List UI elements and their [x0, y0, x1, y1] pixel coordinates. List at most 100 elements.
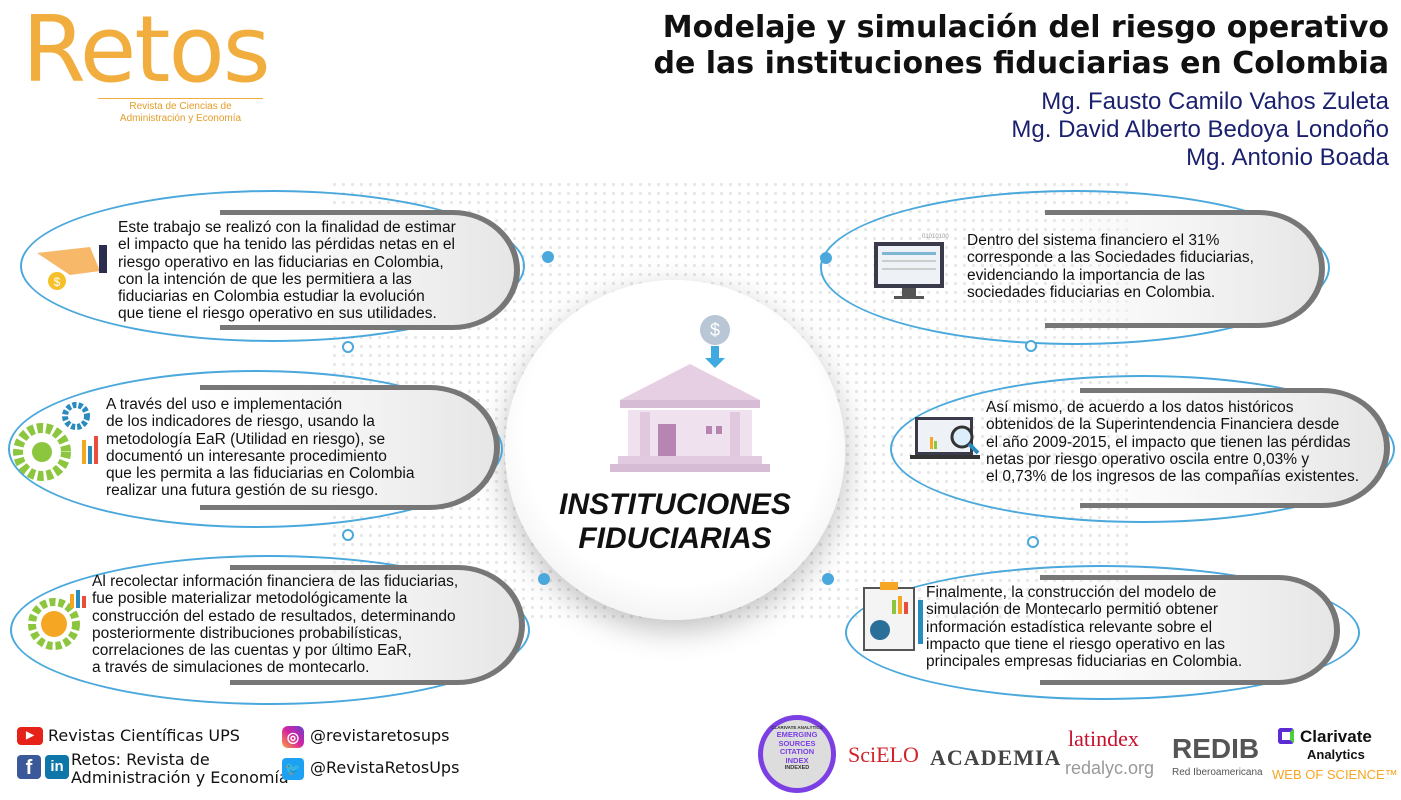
text-line: netas por riesgo operativo oscila entre …: [986, 450, 1310, 468]
text-line: que tiene el riesgo operativo en sus uti…: [118, 305, 437, 323]
center-title-line: INSTITUCIONES: [559, 488, 791, 521]
svg-text:01010100: 01010100: [922, 234, 949, 240]
panel-6-text: Finalmente, la construcción del modelo d…: [926, 584, 1242, 670]
text-line: principales empresas fiduciarias en Colo…: [926, 653, 1243, 671]
title-line: de las instituciones fiduciarias en Colo…: [653, 46, 1389, 81]
text-line: de los indicadores de riesgo, usando la: [106, 413, 375, 431]
bullet-dot: [538, 573, 550, 585]
logo-subtitle-line: Administración y Economía: [119, 113, 242, 124]
text-line: Así mismo, de acuerdo a los datos histór…: [986, 399, 1294, 416]
bank-icon: $: [610, 315, 770, 472]
text-line: el 0,73% de los ingresos de las compañía…: [986, 468, 1360, 486]
esci-line: INDEX: [785, 755, 809, 765]
twitter-link[interactable]: @RevistaRetosUps: [310, 758, 460, 777]
text-line: sociedades fiduciarias en Colombia.: [967, 283, 1216, 301]
text-line: el año 2009-2015, el impacto que tienen …: [986, 433, 1351, 451]
panel-1-text: Este trabajo se realizó con la finalidad…: [118, 219, 456, 323]
panel-4-outline: [820, 190, 1330, 345]
facebook-icon[interactable]: f: [17, 755, 41, 779]
redalyc-logo: redalyc.org: [1065, 758, 1155, 778]
page-title: Modelaje y simulación del riesgo operati…: [653, 10, 1389, 82]
web-of-science-logo: WEB OF SCIENCE™: [1272, 767, 1398, 782]
esci-top-line: CLARIVATE ANALYTICS: [771, 725, 823, 730]
text-line: evidenciando la importancia de las: [967, 266, 1205, 284]
esci-line: SOURCES: [778, 738, 816, 748]
text-line: Finalmente, la construcción del modelo d…: [926, 584, 1217, 601]
esci-indexed-label: INDEXED: [784, 765, 810, 771]
text-line: riesgo operativo en las fiduciarias en C…: [118, 253, 444, 271]
youtube-link[interactable]: Revistas Científicas UPS: [48, 726, 240, 745]
clarivate-name: Clarivate: [1300, 727, 1372, 746]
monitor-data-icon: 01010100: [874, 234, 949, 299]
gears-chart-icon: [13, 402, 98, 481]
panel-6-background: [1040, 575, 1340, 685]
author: Mg. Antonio Boada: [1186, 144, 1389, 171]
text-line: fue posible materializar metodológicamen…: [92, 590, 408, 608]
redib-logo: REDIB: [1172, 733, 1260, 764]
youtube-icon[interactable]: ▶: [17, 727, 43, 745]
panel-1-background: [220, 210, 520, 330]
text-line: corresponde a las Sociedades fiduciarias…: [967, 249, 1254, 267]
bullet-dot: [342, 529, 354, 541]
bullet-dot: [342, 341, 354, 353]
gear-pie-chart-icon: [28, 590, 86, 650]
instagram-link[interactable]: @revistaretosups: [310, 726, 450, 745]
redib-subtitle: Red Iberoamericana: [1172, 767, 1263, 778]
text-line: Dentro del sistema financiero el 31%: [967, 232, 1220, 249]
clipboard-report-icon: [863, 582, 923, 651]
text-line: realizar una futura gestión de su riesgo…: [106, 482, 379, 500]
twitter-icon[interactable]: 🐦: [282, 758, 304, 780]
scielo-logo: SciELO: [848, 742, 919, 767]
text-line: obtenidos de la Superintendencia Financi…: [986, 416, 1340, 434]
text-line: metodología EaR (Utilidad en riesgo), se: [106, 430, 386, 448]
bullet-dot: [820, 252, 832, 264]
text-line: A través del uso e implementación: [106, 396, 343, 413]
esci-line: EMERGING: [776, 730, 818, 739]
svg-text:$: $: [54, 275, 61, 289]
text-line: Al recolectar información financiera de …: [92, 573, 459, 590]
text-line: el impacto que ha tenido las pérdidas ne…: [118, 236, 455, 254]
panel-2-background: [200, 385, 500, 510]
title-line: Modelaje y simulación del riesgo operati…: [662, 10, 1389, 45]
text-line: con la intención de que les permitiera a…: [118, 270, 412, 288]
text-line: posteriormente distribuciones probabilís…: [92, 624, 403, 642]
instagram-icon[interactable]: ◎: [282, 726, 304, 748]
text-line: que les permita a las fiduciarias en Col…: [106, 465, 415, 483]
latindex-logo: latindex: [1068, 726, 1139, 751]
panel-5-outline: [890, 375, 1395, 523]
text-line: correlaciones de las cuentas y por últim…: [92, 642, 412, 660]
panel-3-background: [230, 565, 525, 685]
bullet-dot: [542, 251, 554, 263]
panel-3-text: Al recolectar información financiera de …: [92, 573, 458, 677]
hand-coin-icon: $: [37, 245, 107, 290]
linkedin-icon[interactable]: in: [45, 755, 69, 779]
clarivate-sub: Analytics: [1307, 747, 1365, 762]
center-title-line: FIDUCIARIAS: [578, 522, 772, 555]
panel-4-background: [1045, 210, 1325, 328]
text-line: Este trabajo se realizó con la finalidad…: [118, 219, 456, 236]
bullet-dot: [1027, 536, 1039, 548]
text-line: documentó un interesante procedimiento: [106, 447, 387, 465]
svg-text:$: $: [710, 320, 720, 340]
laptop-magnifier-icon: [910, 417, 980, 459]
text-line: simulación de Montecarlo permitió obtene…: [926, 601, 1219, 619]
author: Mg. Fausto Camilo Vahos Zuleta: [1041, 88, 1389, 115]
panel-6-outline: [845, 565, 1360, 700]
link-line: Retos: Revista de: [71, 750, 210, 769]
panel-5-background: [1080, 388, 1390, 508]
esci-line: CITATION: [779, 747, 815, 756]
panel-1-outline: [20, 190, 525, 342]
text-line: a través de simulaciones de montecarlo.: [92, 659, 370, 677]
link-line: Administración y Economía: [71, 768, 289, 787]
bullet-dot: [1025, 340, 1037, 352]
text-line: fiduciarias en Colombia estudiar la evol…: [118, 288, 425, 306]
authors: Mg. Fausto Camilo Vahos Zuleta Mg. David…: [1011, 88, 1389, 172]
text-line: construcción del estado de resultados, d…: [92, 607, 456, 625]
bullet-dot: [822, 573, 834, 585]
